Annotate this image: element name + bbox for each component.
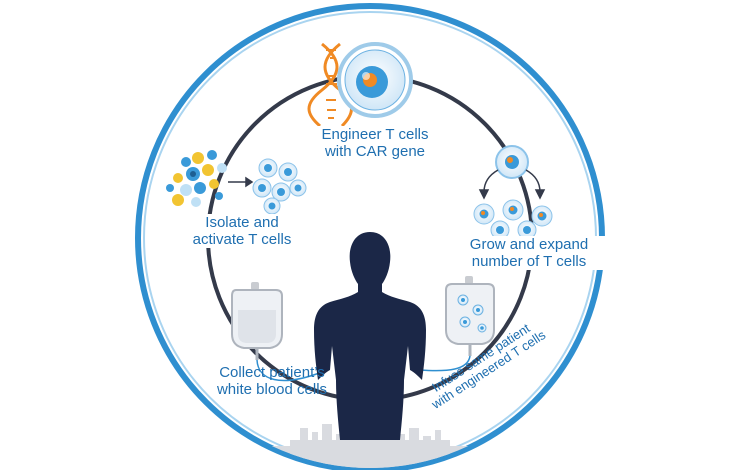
t-cell-icon [337,42,413,118]
expanded-cells-icon [473,199,553,240]
human-silhouette-icon [314,232,426,440]
step-isolate-line2: activate T cells [192,231,292,248]
cell-cluster-icon [252,158,307,215]
step-collect-line2: white blood cells [216,381,328,398]
step-engineer-label: Engineer T cells with CAR gene [311,126,439,160]
step-isolate-label: Isolate and activate T cells [176,214,308,248]
iv-bag-icon [231,282,323,382]
step-collect-label: Collect patient’s white blood cells [206,364,338,398]
split-arrows-icon [478,169,546,200]
step-grow-line2: number of T cells [471,253,587,270]
step-engineer-line2: with CAR gene [324,143,426,160]
step-grow-line1: Grow and expand [469,236,589,253]
dividing-cell-icon [495,145,529,179]
infusion-bag-icon [419,276,495,372]
step-isolate-line1: Isolate and [205,214,279,231]
step-engineer-line1: Engineer T cells [321,126,429,143]
step-collect-line1: Collect patient’s [219,364,325,381]
mixed-cells-icon [166,150,227,207]
arrow-icon [228,176,254,188]
step-grow-label: Grow and expand number of T cells [452,236,606,270]
